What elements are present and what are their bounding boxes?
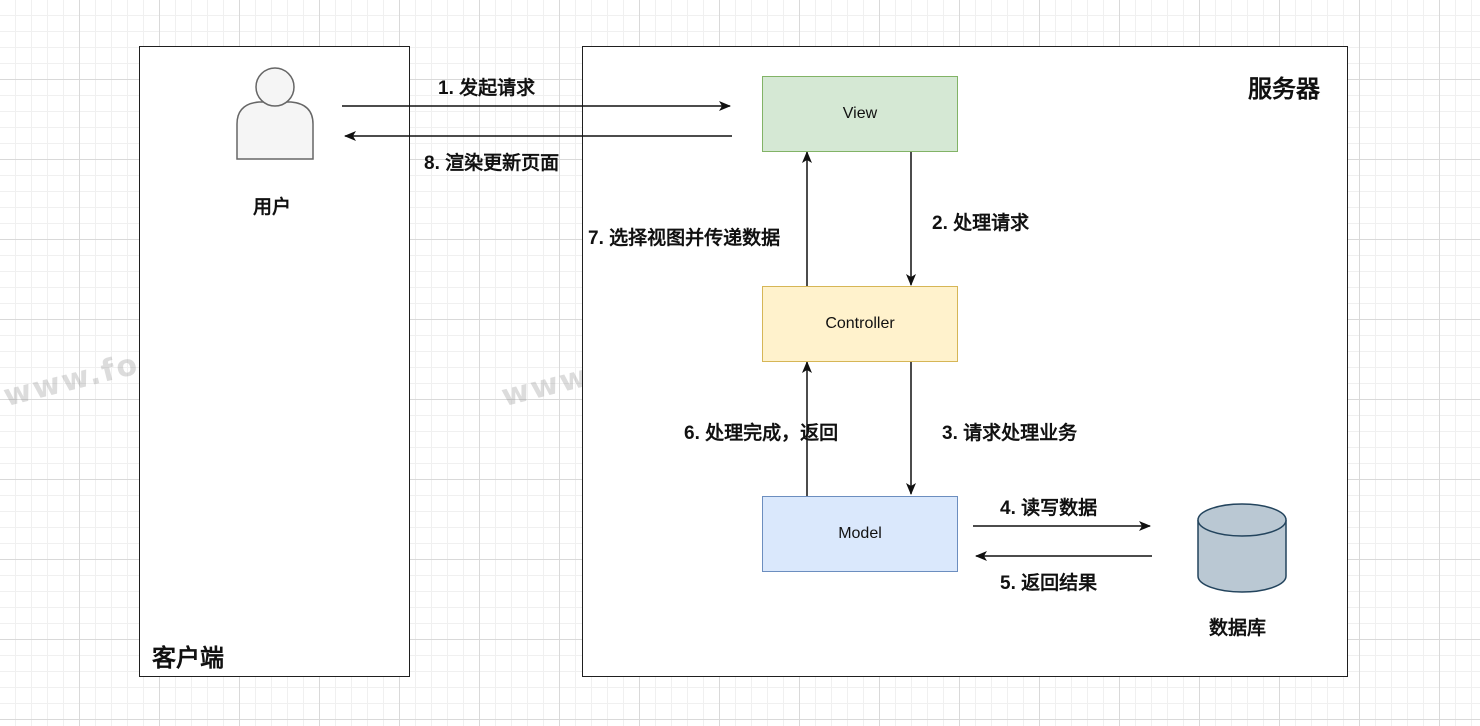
user-icon xyxy=(236,67,314,160)
database-icon xyxy=(1197,503,1287,593)
view-box: View xyxy=(762,76,958,152)
server-title: 服务器 xyxy=(1248,76,1320,103)
step-6-label: 6. 处理完成，返回 xyxy=(684,423,839,444)
client-title: 客户端 xyxy=(152,645,224,672)
controller-box: Controller xyxy=(762,286,958,362)
model-box: Model xyxy=(762,496,958,572)
step-7-label: 7. 选择视图并传递数据 xyxy=(588,228,781,249)
user-label: 用户 xyxy=(253,197,292,218)
step-1-label: 1. 发起请求 xyxy=(438,78,536,99)
step-3-label: 3. 请求处理业务 xyxy=(942,423,1078,444)
step-8-label: 8. 渲染更新页面 xyxy=(424,153,560,174)
database-label: 数据库 xyxy=(1209,618,1267,639)
step-2-label: 2. 处理请求 xyxy=(932,213,1030,234)
step-4-label: 4. 读写数据 xyxy=(1000,498,1098,519)
step-5-label: 5. 返回结果 xyxy=(1000,573,1098,594)
